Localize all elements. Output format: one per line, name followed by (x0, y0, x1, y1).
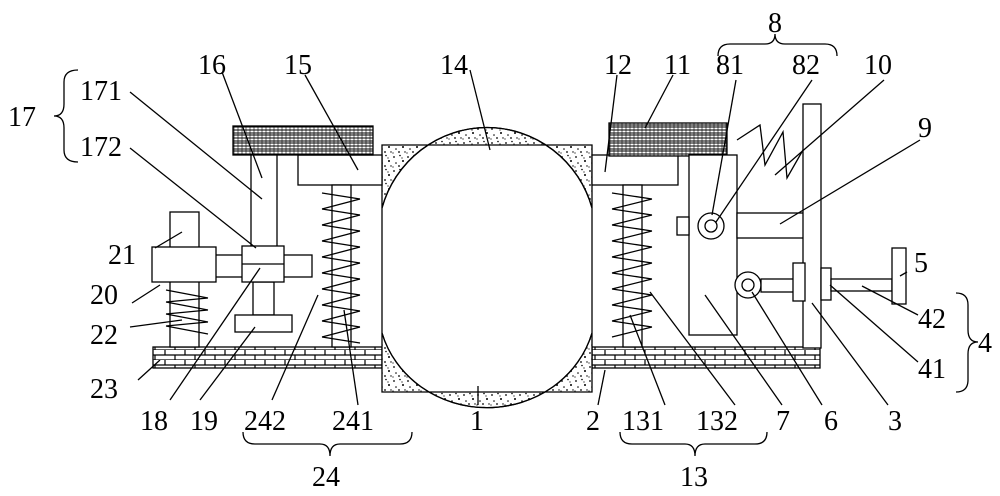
handle (891, 247, 907, 305)
left-lower-post (252, 281, 275, 316)
label-17: 17 (8, 102, 36, 133)
left-spring-back (321, 198, 361, 338)
label-24: 24 (312, 462, 340, 493)
right-frame (688, 154, 738, 336)
label-1: 1 (470, 406, 484, 437)
label-16: 16 (198, 50, 226, 81)
brace-4 (955, 292, 979, 393)
label-13: 13 (680, 462, 708, 493)
left-spring (321, 192, 361, 344)
lower-clamp-block (381, 332, 593, 409)
left-press-arm (297, 154, 383, 186)
label-242: 242 (244, 406, 286, 437)
wheel-shaft (760, 278, 795, 293)
label-132: 132 (696, 406, 738, 437)
label-8: 8 (768, 8, 782, 39)
right-grip-pad (608, 122, 728, 157)
far-left-block (151, 246, 217, 283)
label-3: 3 (888, 406, 902, 437)
label-5: 5 (914, 248, 928, 279)
label-6: 6 (824, 406, 838, 437)
label-22: 22 (90, 320, 118, 351)
label-19: 19 (190, 406, 218, 437)
vertical-plate (802, 103, 822, 349)
right-spring (611, 192, 653, 338)
brace-8 (717, 33, 838, 57)
zigzag-spring (736, 123, 804, 181)
leader-lines (129, 69, 921, 406)
part-labels: 17 171 172 16 15 14 12 11 8 81 82 10 9 2… (8, 8, 992, 493)
label-14: 14 (440, 50, 468, 81)
far-left-spring (165, 289, 209, 335)
brace-17 (53, 69, 79, 163)
label-131: 131 (622, 406, 664, 437)
brace-13 (619, 431, 768, 457)
label-81: 81 (716, 50, 744, 81)
left-vertical-post (250, 154, 278, 249)
label-7: 7 (776, 406, 790, 437)
screw-nut (820, 267, 832, 301)
label-82: 82 (792, 50, 820, 81)
label-41: 41 (918, 354, 946, 385)
horizontal-rail (736, 212, 806, 239)
base-plate-left (152, 346, 383, 369)
upper-wheel-inner (704, 219, 718, 233)
left-foot-block (234, 314, 293, 333)
lower-wheel-inner (741, 278, 755, 292)
label-18: 18 (140, 406, 168, 437)
base-plate-right (591, 346, 821, 369)
pipe-outline (381, 126, 593, 409)
label-2: 2 (586, 406, 600, 437)
right-frame-tab (676, 216, 690, 236)
brace-24 (242, 431, 413, 457)
label-15: 15 (284, 50, 312, 81)
label-4: 4 (978, 328, 992, 359)
left-grip-pad (232, 125, 374, 156)
shaft-collar (792, 262, 806, 302)
label-9: 9 (918, 113, 932, 144)
label-21: 21 (108, 240, 136, 271)
label-20: 20 (90, 280, 118, 311)
label-11: 11 (664, 50, 691, 81)
label-172: 172 (80, 132, 122, 163)
label-241: 241 (332, 406, 374, 437)
label-12: 12 (604, 50, 632, 81)
label-23: 23 (90, 374, 118, 405)
label-171: 171 (80, 76, 122, 107)
label-10: 10 (864, 50, 892, 81)
label-42: 42 (918, 304, 946, 335)
screw-rod (830, 278, 893, 292)
